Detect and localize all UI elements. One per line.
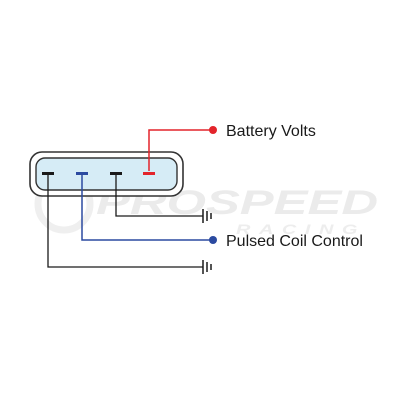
ground-icon [202, 209, 212, 223]
battery-volts-dot [209, 126, 217, 134]
terminal-pin-2 [76, 172, 88, 175]
connector-inner-body [35, 157, 178, 191]
terminal-pin-3 [110, 172, 122, 175]
battery-volts-label: Battery Volts [226, 123, 316, 140]
pulsed-coil-control-label: Pulsed Coil Control [226, 233, 363, 250]
ground-wire-lower [47, 175, 212, 274]
pulsed-coil-control-wire [81, 175, 217, 244]
coil-connector [29, 151, 184, 197]
ground-icon [202, 260, 212, 274]
watermark-sub: RACING [236, 221, 366, 237]
pulsed-coil-control-dot [209, 236, 217, 244]
terminal-pin-4 [143, 172, 155, 175]
terminal-pin-1 [42, 172, 54, 175]
ground-wire-upper [115, 175, 212, 223]
battery-volts-wire [148, 126, 217, 171]
